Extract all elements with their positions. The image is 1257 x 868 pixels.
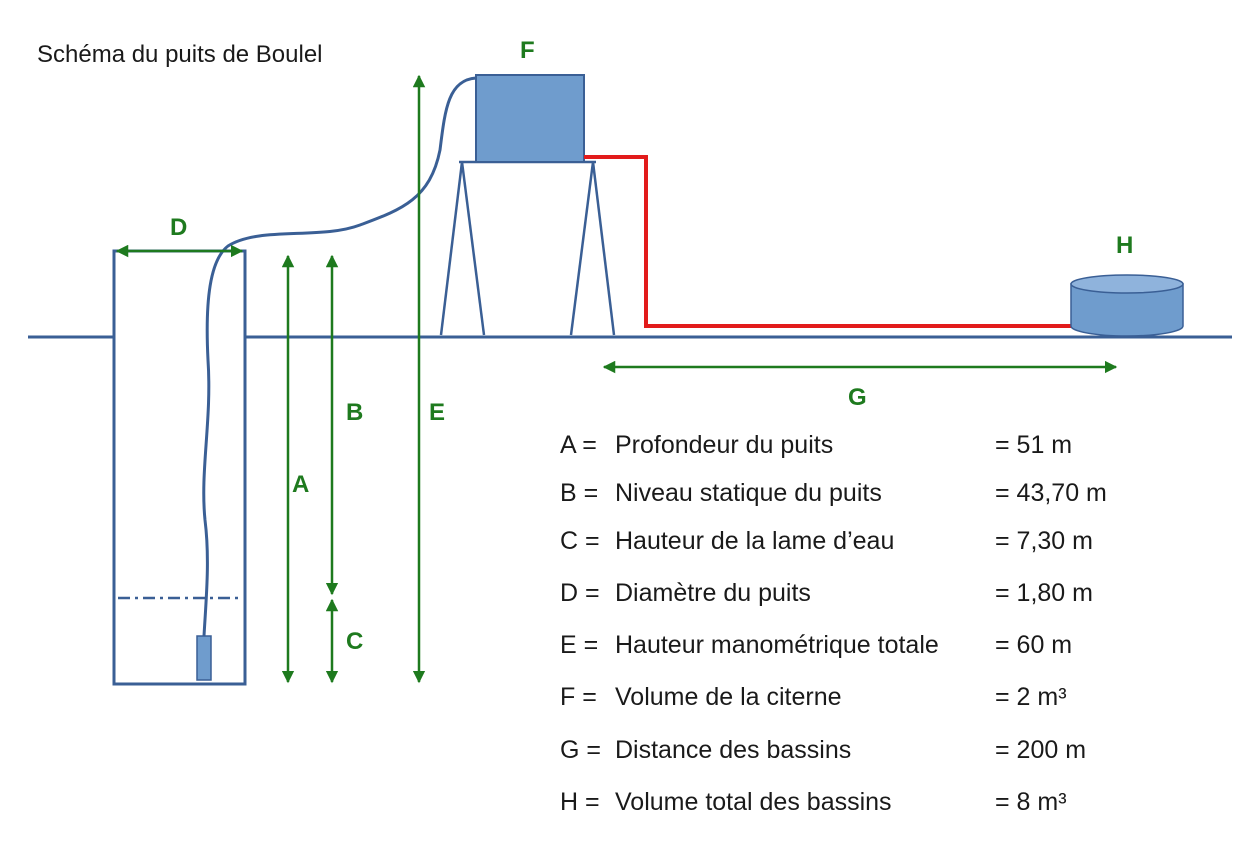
legend-row: E = Hauteur manométrique totale = 60 m bbox=[560, 631, 1072, 659]
legend-desc: Niveau statique du puits bbox=[615, 479, 882, 507]
label-d: D bbox=[170, 214, 187, 241]
label-e: E bbox=[429, 399, 445, 426]
submersible-pump bbox=[196, 635, 212, 681]
legend-key: G = bbox=[560, 736, 601, 764]
legend-value: = 60 m bbox=[995, 631, 1072, 659]
diagram-title: Schéma du puits de Boulel bbox=[37, 41, 323, 68]
legend-desc: Distance des bassins bbox=[615, 736, 851, 764]
legend-desc: Hauteur de la lame d’eau bbox=[615, 527, 894, 555]
legend-desc: Profondeur du puits bbox=[615, 431, 833, 459]
water-tower-stand bbox=[439, 160, 616, 336]
legend-row: H = Volume total des bassins = 8 m³ bbox=[560, 788, 1067, 816]
legend-desc: Diamètre du puits bbox=[615, 579, 811, 607]
legend-key: B = bbox=[560, 479, 598, 507]
legend-row: B = Niveau statique du puits = 43,70 m bbox=[560, 479, 1107, 507]
legend: A = Profondeur du puits = 51 m B = Nivea… bbox=[560, 431, 1107, 816]
legend-value: = 2 m³ bbox=[995, 683, 1067, 711]
legend-row: D = Diamètre du puits = 1,80 m bbox=[560, 579, 1093, 607]
legend-desc: Hauteur manométrique totale bbox=[615, 631, 939, 659]
legend-value: = 51 m bbox=[995, 431, 1072, 459]
legend-value: = 7,30 m bbox=[995, 527, 1093, 555]
legend-row: F = Volume de la citerne = 2 m³ bbox=[560, 683, 1067, 711]
legend-value: = 8 m³ bbox=[995, 788, 1067, 816]
water-tank bbox=[475, 74, 585, 163]
legend-row: A = Profondeur du puits = 51 m bbox=[560, 431, 1072, 459]
label-h: H bbox=[1116, 232, 1133, 259]
legend-value: = 1,80 m bbox=[995, 579, 1093, 607]
label-c: C bbox=[346, 628, 363, 655]
well-shaft bbox=[112, 249, 247, 686]
legend-desc: Volume de la citerne bbox=[615, 683, 842, 711]
legend-key: C = bbox=[560, 527, 600, 555]
label-g: G bbox=[848, 384, 867, 411]
legend-value: = 200 m bbox=[995, 736, 1086, 764]
legend-key: E = bbox=[560, 631, 598, 659]
basin bbox=[1070, 274, 1184, 337]
label-b: B bbox=[346, 399, 363, 426]
legend-key: F = bbox=[560, 683, 597, 711]
distribution-pipe bbox=[584, 155, 1072, 328]
label-a: A bbox=[292, 471, 309, 498]
legend-row: G = Distance des bassins = 200 m bbox=[560, 736, 1086, 764]
legend-key: H = bbox=[560, 788, 600, 816]
legend-key: D = bbox=[560, 579, 600, 607]
label-f: F bbox=[520, 37, 535, 64]
legend-row: C = Hauteur de la lame d’eau = 7,30 m bbox=[560, 527, 1093, 555]
legend-key: A = bbox=[560, 431, 597, 459]
legend-desc: Volume total des bassins bbox=[615, 788, 892, 816]
legend-value: = 43,70 m bbox=[995, 479, 1107, 507]
